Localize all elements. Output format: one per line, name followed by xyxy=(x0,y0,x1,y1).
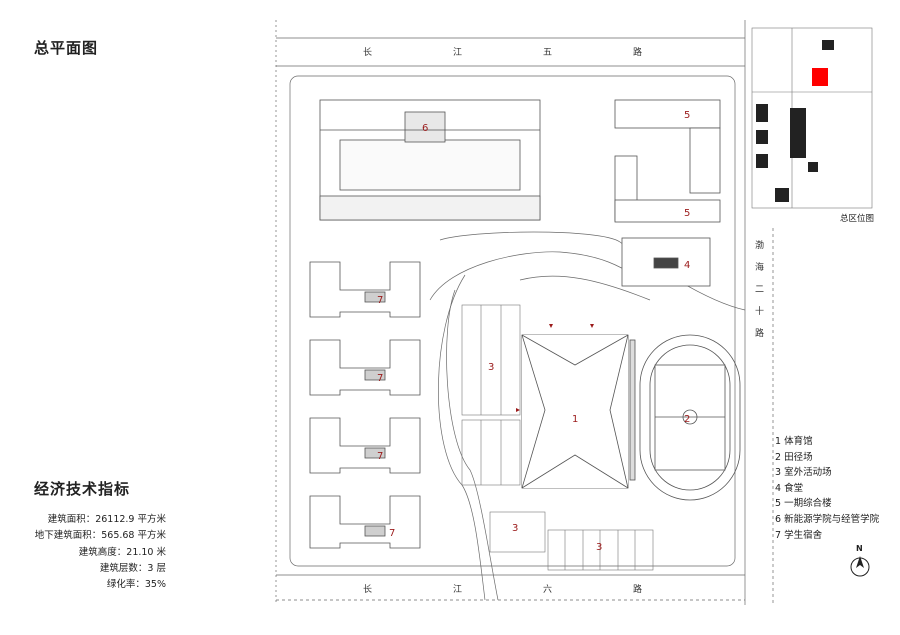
road-south-char: 长 xyxy=(363,585,373,595)
label-7d: 7 xyxy=(389,528,395,539)
road-north-char: 路 xyxy=(633,48,643,58)
road-east-char: 渤 xyxy=(755,241,765,251)
label-7a: 7 xyxy=(377,295,383,306)
legend-item: 1 体育馆 xyxy=(775,436,813,447)
econ-stats: 建筑面积：26112.9 平方米 地下建筑面积：565.68 平方米 建筑高度：… xyxy=(0,512,166,593)
stat-floor-area: 建筑面积：26112.9 平方米 xyxy=(47,514,166,525)
stat-height: 建筑高度：21.10 米 xyxy=(78,546,166,558)
stat-green-rate: 绿化率：35% xyxy=(106,579,166,591)
legend: 1 体育馆 2 田径场 3 室外活动场 4 食堂 5 一期综合楼 6 新能源学院… xyxy=(775,434,879,543)
road-north-char: 五 xyxy=(543,48,553,58)
legend-item: 6 新能源学院与经管学院 xyxy=(775,513,880,525)
road-north-char: 长 xyxy=(363,48,373,58)
legend-item: 7 学生宿舍 xyxy=(775,529,823,541)
legend-item: 2 田径场 xyxy=(775,451,813,463)
site-highlight xyxy=(812,68,828,86)
road-south-char: 路 xyxy=(633,585,643,595)
label-5b: 5 xyxy=(684,208,690,219)
location-map-label: 总区位图 xyxy=(840,214,875,224)
label-2: 2 xyxy=(684,414,690,425)
legend-item: 4 食堂 xyxy=(775,482,804,494)
road-south-char: 江 xyxy=(453,585,463,595)
road-east-char: 海 xyxy=(755,263,765,273)
label-3a: 3 xyxy=(488,362,494,373)
label-6: 6 xyxy=(422,123,428,134)
label-3c: 3 xyxy=(596,542,602,553)
north-label: N xyxy=(856,544,863,553)
label-7c: 7 xyxy=(377,451,383,462)
label-5a: 5 xyxy=(684,110,690,121)
stat-underground-area: 地下建筑面积：565.68 平方米 xyxy=(34,530,166,542)
label-7b: 7 xyxy=(377,373,383,384)
legend-item: 5 一期综合楼 xyxy=(775,498,832,510)
stat-floors: 建筑层数：3 层 xyxy=(99,562,166,574)
label-3b: 3 xyxy=(512,523,518,534)
site-plan-title: 总平面图 xyxy=(34,39,99,57)
label-4: 4 xyxy=(684,260,690,271)
road-east-char: 二 xyxy=(755,285,765,295)
road-south-char: 六 xyxy=(543,585,553,595)
road-east-char: 路 xyxy=(755,329,765,339)
road-north-char: 江 xyxy=(453,48,463,58)
legend-item: 3 室外活动场 xyxy=(775,467,832,479)
econ-title: 经济技术指标 xyxy=(34,480,131,498)
road-east-char: 十 xyxy=(755,307,765,317)
label-1: 1 xyxy=(572,414,578,425)
